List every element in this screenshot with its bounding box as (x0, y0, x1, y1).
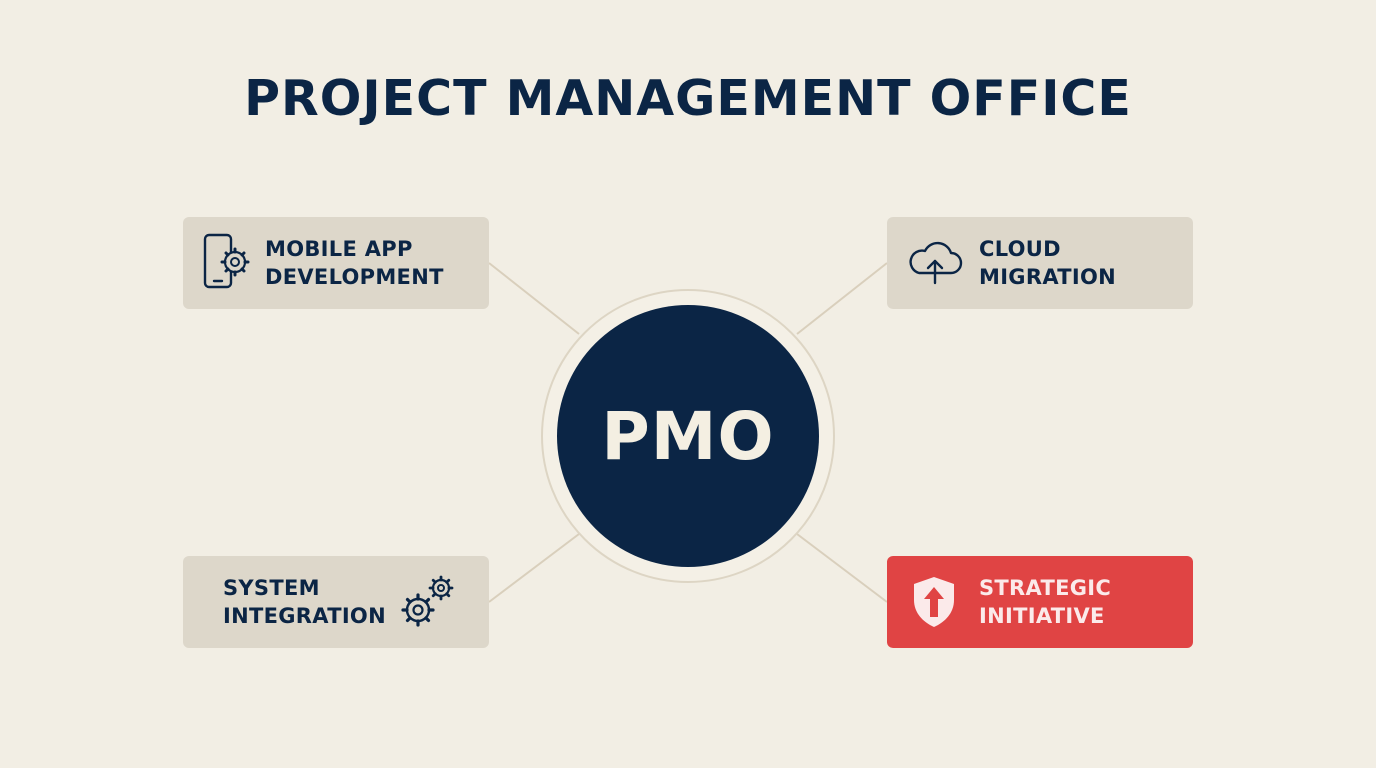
node-label: MOBILE APP DEVELOPMENT (265, 237, 444, 289)
connector-mobile (488, 262, 580, 335)
node-label: STRATEGIC INITIATIVE (979, 576, 1112, 628)
cloud-upload-icon (905, 241, 965, 285)
node-cloud-migration[interactable]: CLOUD MIGRATION (887, 217, 1193, 309)
hub-circle[interactable]: PMO (557, 305, 819, 567)
node-label: SYSTEM INTEGRATION (223, 576, 386, 628)
diagram-title: PROJECT MANAGEMENT OFFICE (244, 70, 1132, 127)
node-strategic-initiative[interactable]: STRATEGIC INITIATIVE (887, 556, 1193, 648)
hub-label: PMO (601, 397, 775, 475)
connector-system (488, 533, 580, 603)
node-label: CLOUD MIGRATION (979, 237, 1117, 289)
connector-cloud (796, 262, 888, 335)
connector-strategic (796, 533, 888, 603)
node-mobile-app-development[interactable]: MOBILE APP DEVELOPMENT (183, 217, 489, 309)
mobile-gear-icon (201, 233, 251, 293)
shield-arrow-icon (909, 574, 959, 630)
gears-icon (398, 572, 456, 632)
node-system-integration[interactable]: SYSTEM INTEGRATION (183, 556, 489, 648)
